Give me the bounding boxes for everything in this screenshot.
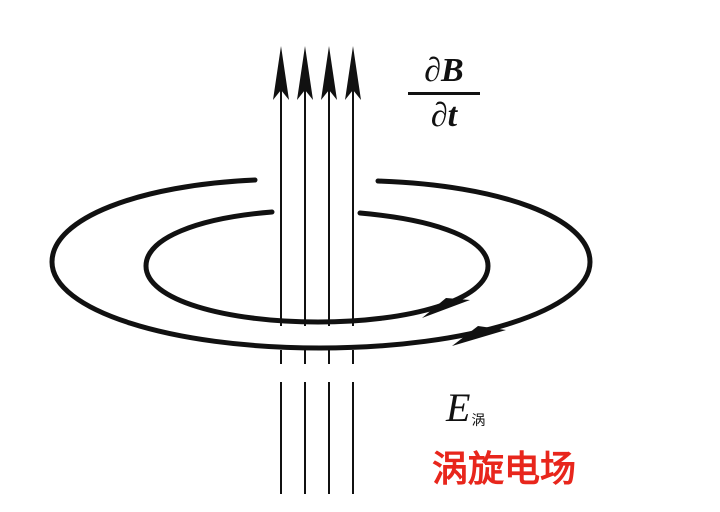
field-line-arrowheads <box>273 46 361 100</box>
loop-arrowheads <box>422 298 506 346</box>
field-line-2-arrowhead <box>297 46 313 100</box>
field-subscript: 涡 <box>471 413 486 429</box>
outer-loop-arrowhead <box>452 326 506 346</box>
caption-title: 涡旋电场 <box>432 449 577 490</box>
field-symbol: E <box>446 385 471 430</box>
outer-loop-path <box>49 177 593 351</box>
field-line-4-arrowhead <box>345 46 361 100</box>
magnetic-field-lines <box>280 80 354 494</box>
electric-field-label: E涡 <box>446 386 485 430</box>
derivative-denominator: ∂t <box>430 97 458 134</box>
fraction-bar <box>408 92 480 95</box>
flux-derivative-label: ∂B ∂t <box>408 52 480 135</box>
field-line-1-arrowhead <box>273 46 289 100</box>
inner-loop <box>143 209 491 325</box>
inner-loop-path <box>143 209 491 325</box>
outer-loop <box>49 177 593 351</box>
derivative-numerator: ∂B <box>424 52 464 89</box>
field-line-3-arrowhead <box>321 46 337 100</box>
inner-loop-arrowhead <box>422 298 470 318</box>
